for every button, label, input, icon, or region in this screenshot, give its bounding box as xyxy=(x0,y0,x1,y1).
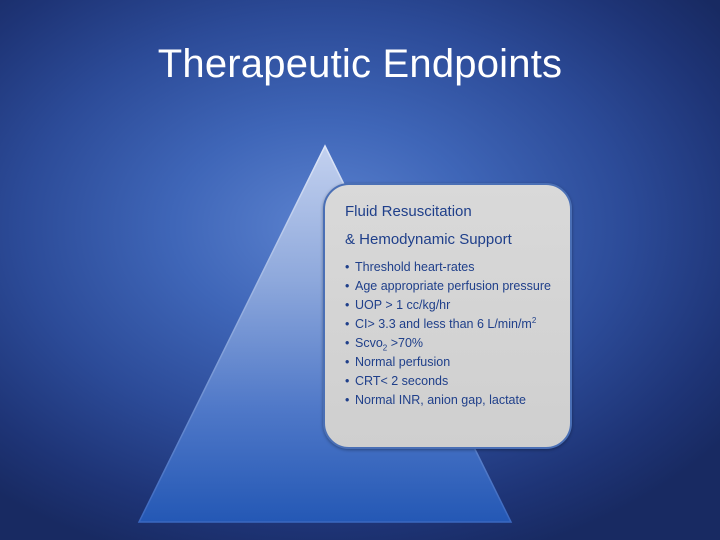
bullet-icon: • xyxy=(345,317,350,331)
bullet-icon: • xyxy=(345,393,350,407)
bullet-text: CRT< 2 seconds xyxy=(355,374,449,388)
bullet-text: Age appropriate perfusion pressure xyxy=(355,279,551,293)
list-item: • Normal INR, anion gap, lactate xyxy=(345,392,560,408)
bullet-text: UOP > 1 cc/kg/hr xyxy=(355,298,451,312)
endpoints-box: Fluid Resuscitation & Hemodynamic Suppor… xyxy=(323,183,572,449)
list-item: • Age appropriate perfusion pressure xyxy=(345,278,560,294)
bullet-icon: • xyxy=(345,374,350,388)
bullet-icon: • xyxy=(345,260,350,274)
bullet-text: Normal perfusion xyxy=(355,355,451,369)
endpoint-list: • Threshold heart-rates • Age appropriat… xyxy=(345,259,560,408)
bullet-text: Threshold heart-rates xyxy=(355,260,475,274)
bullet-icon: • xyxy=(345,298,350,312)
list-item: • CI> 3.3 and less than 6 L/min/m2 xyxy=(345,316,560,332)
list-item: • UOP > 1 cc/kg/hr xyxy=(345,297,560,313)
bullet-text: Normal INR, anion gap, lactate xyxy=(355,393,526,407)
box-heading-line2: & Hemodynamic Support xyxy=(345,231,512,248)
scvo-suffix: >70% xyxy=(387,336,424,350)
list-item: • Normal perfusion xyxy=(345,354,560,370)
scvo-subscript: 2 xyxy=(382,343,388,353)
bullet-text: CI> 3.3 and less than 6 L/min/m xyxy=(355,317,532,331)
list-item: • Scvo2 >70% xyxy=(345,335,560,353)
bullet-icon: • xyxy=(345,355,350,369)
bullet-icon: • xyxy=(345,336,350,350)
bullet-text: Scvo xyxy=(355,336,383,350)
bullet-icon: • xyxy=(345,279,350,293)
box-heading-line1: Fluid Resuscitation xyxy=(345,203,472,220)
list-item: • Threshold heart-rates xyxy=(345,259,560,275)
slide-title: Therapeutic Endpoints xyxy=(157,42,563,86)
ci-superscript: 2 xyxy=(531,315,537,325)
list-item: • CRT< 2 seconds xyxy=(345,373,560,389)
